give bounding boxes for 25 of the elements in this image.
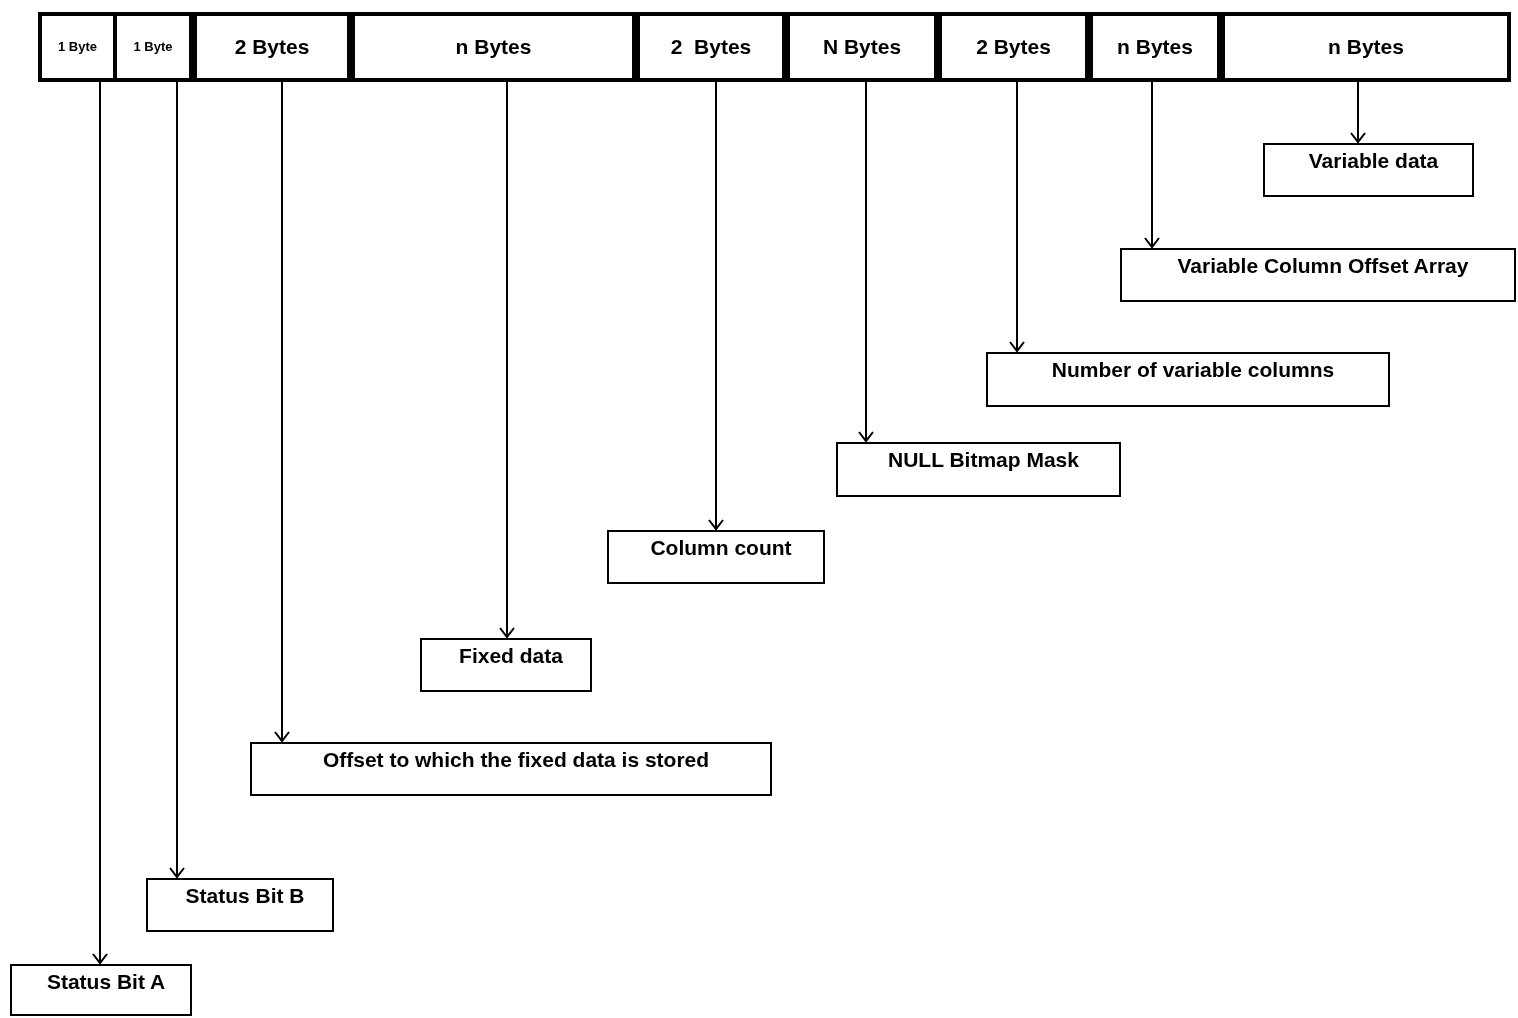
byte-field-cell: N Bytes [786, 12, 938, 82]
byte-field-cell: n Bytes [1089, 12, 1221, 82]
arrow [169, 81, 185, 878]
arrow [1009, 81, 1025, 352]
field-label-box: Column count [607, 530, 825, 584]
byte-field-cell: 2 Bytes [636, 12, 786, 82]
arrow [92, 81, 108, 964]
arrow [1350, 81, 1366, 143]
field-label-box: Number of variable columns [986, 352, 1390, 407]
byte-field-cell: n Bytes [351, 12, 636, 82]
field-label-box: Status Bit A [10, 964, 192, 1016]
field-label-box: Variable data [1263, 143, 1474, 197]
byte-field-cell: n Bytes [1221, 12, 1511, 82]
byte-field-cell: 2 Bytes [193, 12, 351, 82]
field-label-box: Offset to which the fixed data is stored [250, 742, 772, 796]
field-label-box: Variable Column Offset Array [1120, 248, 1516, 302]
arrow [274, 81, 290, 742]
arrow [499, 81, 515, 638]
field-label-box: Status Bit B [146, 878, 334, 932]
byte-field-cell: 2 Bytes [938, 12, 1089, 82]
field-label-box: NULL Bitmap Mask [836, 442, 1121, 497]
arrow [708, 81, 724, 530]
field-label-box: Fixed data [420, 638, 592, 692]
arrow [1144, 81, 1160, 248]
arrow [858, 81, 874, 442]
